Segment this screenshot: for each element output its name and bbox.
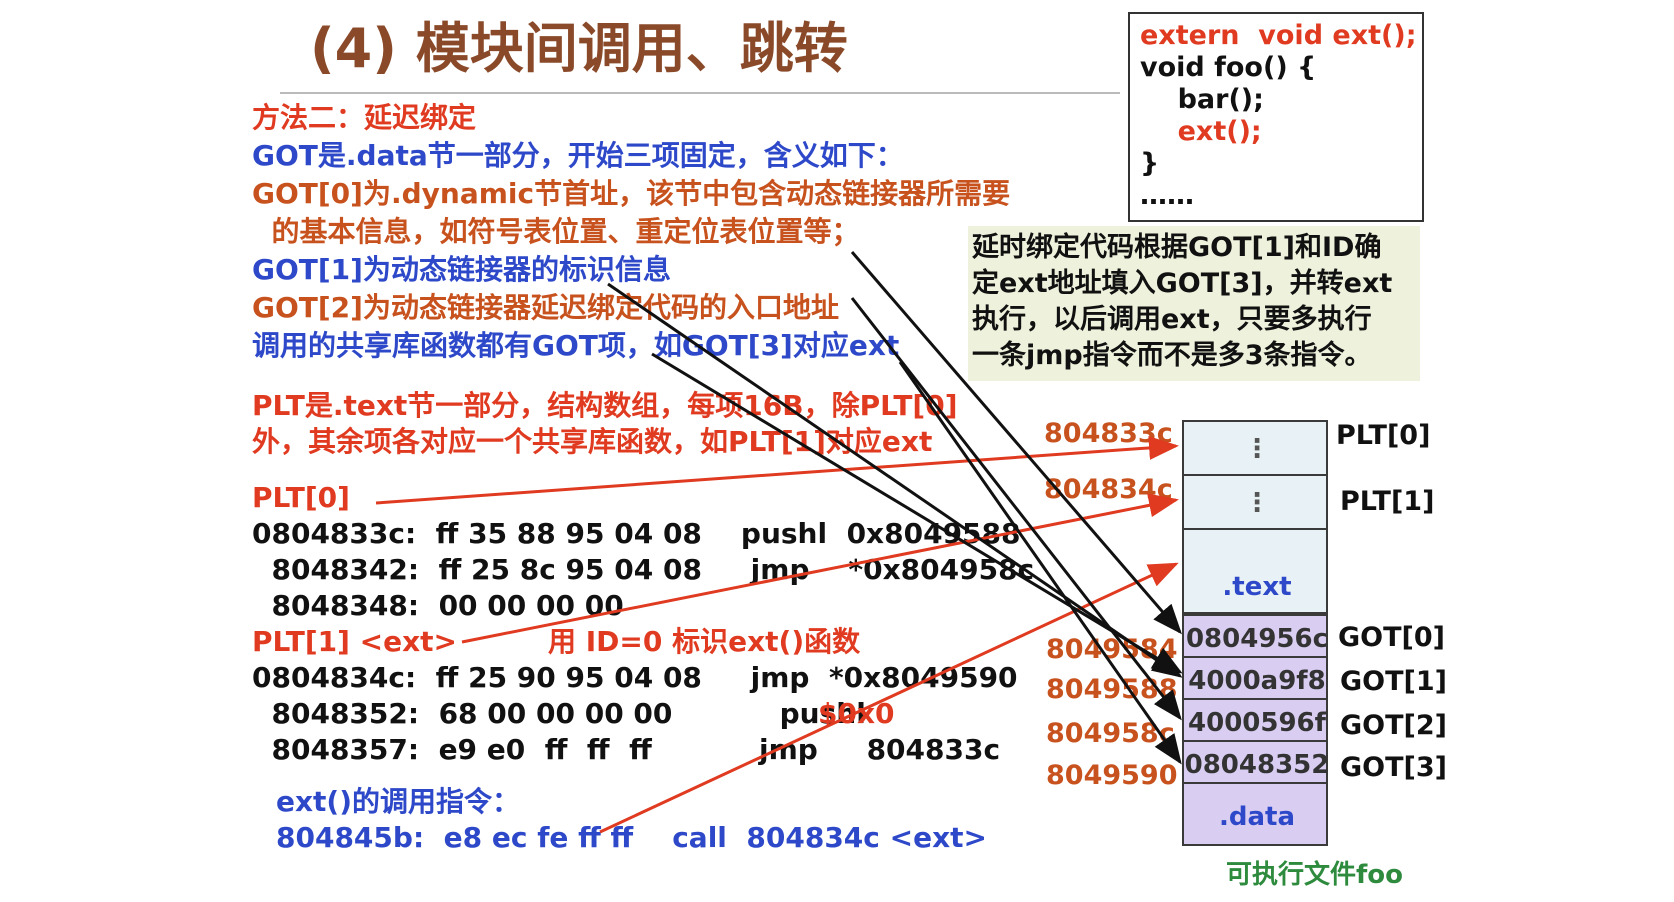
source-code-box: extern void ext(); void foo() { bar(); e… bbox=[1128, 12, 1424, 222]
plt0-label: PLT[0] bbox=[252, 481, 350, 514]
got3-cell: 08048352 bbox=[1182, 740, 1329, 784]
plt1-asm-row: 0804834c: ff 25 90 95 04 08 jmp *0x80495… bbox=[252, 661, 1018, 694]
arrow-got3-desc bbox=[898, 361, 1182, 765]
arrow-got2-desc bbox=[850, 297, 1182, 721]
got-desc-line: 的基本信息，如符号表位置、重定位表位置等； bbox=[252, 215, 860, 248]
ext-call-label: ext()的调用指令： bbox=[276, 785, 521, 818]
code-line: ext(); bbox=[1140, 116, 1262, 147]
plt1-comment: 用 ID=0 标识ext()函数 bbox=[548, 625, 861, 658]
arrow-plt1-to-cell bbox=[461, 493, 1179, 644]
ext-call-row: 804845b: e8 ec fe ff ff call 804834c <ex… bbox=[276, 821, 987, 854]
note-line: 执行，以后调用ext，只要多执行 bbox=[972, 304, 1372, 335]
got-desc-line: 调用的共享库函数都有GOT项，如GOT[3]对应ext bbox=[252, 329, 900, 362]
plt1-label: PLT[1] <ext> bbox=[252, 625, 458, 658]
arrow-got1-desc bbox=[607, 282, 1183, 678]
plt-desc-line: PLT是.text节一部分，结构数组，每项16B，除PLT[0] bbox=[252, 389, 958, 422]
method-heading: 方法二：延迟绑定 bbox=[252, 101, 477, 134]
got-desc-line: GOT[0]为.dynamic节首址，该节中包含动态链接器所需要 bbox=[252, 177, 1011, 210]
note-line: 一条jmp指令而不是多3条指令。 bbox=[972, 340, 1372, 371]
note-line: 定ext地址填入GOT[3]，并转ext bbox=[972, 268, 1393, 299]
got-desc-line: GOT[2]为动态链接器延迟绑定代码的入口地址 bbox=[252, 291, 839, 324]
got0-cell: 0804956c bbox=[1182, 614, 1328, 658]
code-line: void foo() { bbox=[1140, 52, 1317, 83]
got-entry-label: GOT[0] bbox=[1338, 622, 1445, 653]
plt1-asm-row: 8048357: e9 e0 ff ff ff jmp 804833c bbox=[252, 733, 1001, 766]
page-title: (4) 模块间调用、跳转 bbox=[310, 17, 848, 80]
lazy-binding-note: 延时绑定代码根据GOT[1]和ID确 定ext地址填入GOT[3]，并转ext … bbox=[968, 226, 1420, 381]
text-section-cell: .text bbox=[1182, 528, 1328, 614]
plt-entry-label: PLT[1] bbox=[1340, 486, 1435, 517]
got1-cell: 4000a9f8 bbox=[1182, 656, 1328, 700]
note-line: 延时绑定代码根据GOT[1]和ID确 bbox=[972, 232, 1382, 263]
address-label: 8049590 bbox=[1046, 760, 1178, 791]
got-desc-line: GOT[1]为动态链接器的标识信息 bbox=[252, 253, 671, 286]
arrow-pushl-to-got1 bbox=[651, 352, 1183, 674]
got-entry-label: GOT[2] bbox=[1340, 710, 1447, 741]
got-entry-label: GOT[3] bbox=[1340, 752, 1447, 783]
code-line: bar(); bbox=[1140, 84, 1264, 115]
plt-entry-label: PLT[0] bbox=[1336, 420, 1431, 451]
code-line: extern void ext(); bbox=[1140, 20, 1417, 51]
plt-desc-line: 外，其余项各对应一个共享库函数，如PLT[1]对应ext bbox=[252, 425, 933, 458]
code-line: …… bbox=[1140, 180, 1194, 211]
data-section-cell: .data bbox=[1182, 782, 1328, 846]
arrow-got0-desc bbox=[850, 251, 1182, 635]
got-desc-line: GOT是.data节一部分，开始三项固定，含义如下： bbox=[252, 139, 904, 172]
code-line: } bbox=[1140, 148, 1160, 179]
arrow-plt0-to-cell bbox=[375, 435, 1179, 505]
executable-caption: 可执行文件foo bbox=[1226, 860, 1404, 890]
got-entry-label: GOT[1] bbox=[1340, 666, 1447, 697]
title-divider bbox=[280, 92, 1120, 94]
plt1-asm-row: 8048352: 68 00 00 00 00 pushl bbox=[252, 697, 866, 730]
